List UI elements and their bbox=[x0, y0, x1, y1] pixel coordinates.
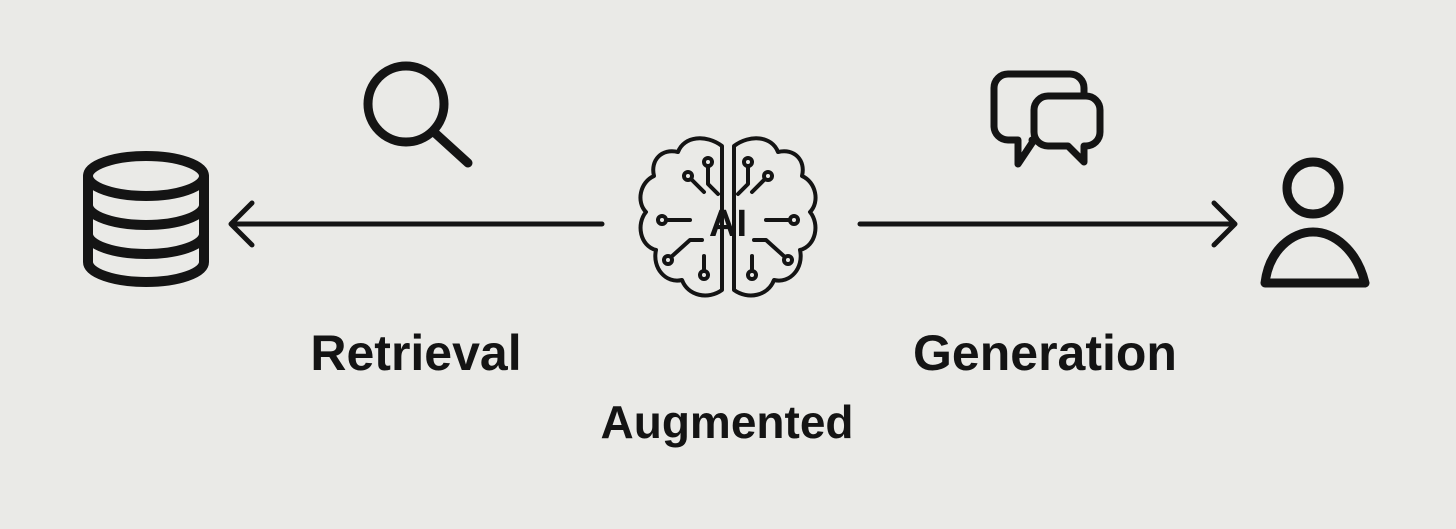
retrieval-label: Retrieval bbox=[310, 325, 521, 381]
chat-bubbles-icon bbox=[990, 70, 1104, 168]
generation-arrow bbox=[857, 200, 1238, 248]
user-icon bbox=[1260, 157, 1370, 288]
search-icon bbox=[363, 61, 473, 168]
retrieval-arrow bbox=[228, 200, 605, 248]
database-icon bbox=[83, 151, 209, 287]
generation-label: Generation bbox=[913, 325, 1177, 381]
ai-badge: AI bbox=[709, 203, 747, 245]
brain-ai-icon bbox=[638, 136, 818, 298]
augmented-label: Augmented bbox=[601, 396, 854, 448]
circuit-nodes bbox=[656, 156, 800, 281]
